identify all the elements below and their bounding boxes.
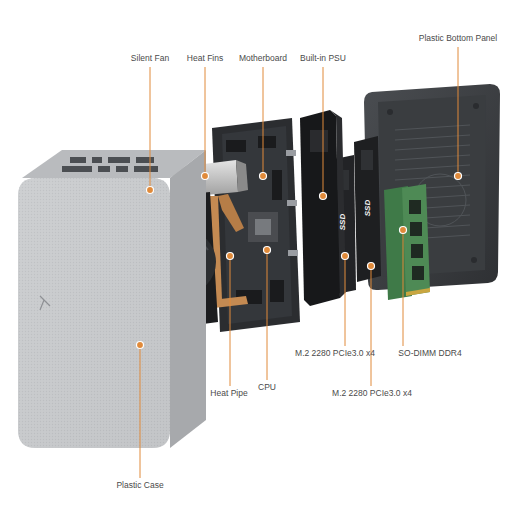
ssd-print: SSD xyxy=(364,200,372,216)
motherboard xyxy=(212,118,300,332)
part-label: SO-DIMM DDR4 xyxy=(398,349,461,358)
leader-lines xyxy=(140,47,458,478)
part-label: CPU xyxy=(258,383,276,392)
part-label: M.2 2280 PCIe3.0 x4 xyxy=(332,389,412,398)
part-label: Motherboard xyxy=(239,54,287,63)
bottom-panel xyxy=(364,84,500,290)
plastic-case xyxy=(18,150,206,448)
part-label: M.2 2280 PCIe3.0 x4 xyxy=(295,349,375,358)
part-label: Built-in PSU xyxy=(300,54,346,63)
part-label: Silent Fan xyxy=(131,54,169,63)
part-label: Heat Fins xyxy=(187,54,223,63)
ssd-print: SSD xyxy=(339,214,347,230)
part-label: Plastic Bottom Panel xyxy=(419,34,497,43)
part-label: Plastic Case xyxy=(116,481,163,490)
ram-modules xyxy=(384,184,430,300)
part-label: Heat Pipe xyxy=(210,389,247,398)
callout-dots xyxy=(137,173,462,349)
